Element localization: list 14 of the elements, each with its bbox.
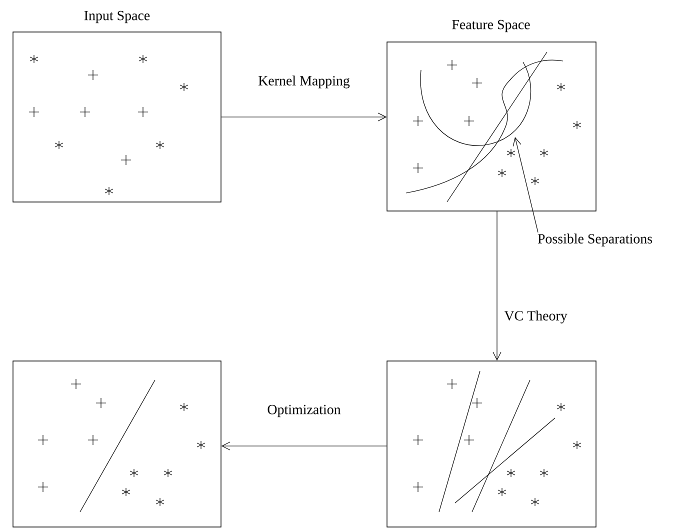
leader-arrow bbox=[512, 137, 538, 233]
plot-panel bbox=[12, 360, 222, 528]
edge-label: Kernel Mapping bbox=[257, 74, 351, 90]
plot-panel bbox=[386, 360, 596, 528]
panel-title: Input Space bbox=[84, 10, 150, 24]
panel-title: Feature Space bbox=[452, 20, 530, 32]
edge-label: Optimization bbox=[266, 404, 342, 418]
edge-label: VC Theory bbox=[503, 310, 568, 324]
arrow bbox=[221, 442, 387, 450]
arrow bbox=[492, 211, 502, 361]
arrow bbox=[221, 112, 387, 122]
callout-text: Possible Separations bbox=[538, 234, 652, 246]
plot-panel bbox=[12, 10, 222, 202]
plot-panel bbox=[386, 20, 596, 212]
